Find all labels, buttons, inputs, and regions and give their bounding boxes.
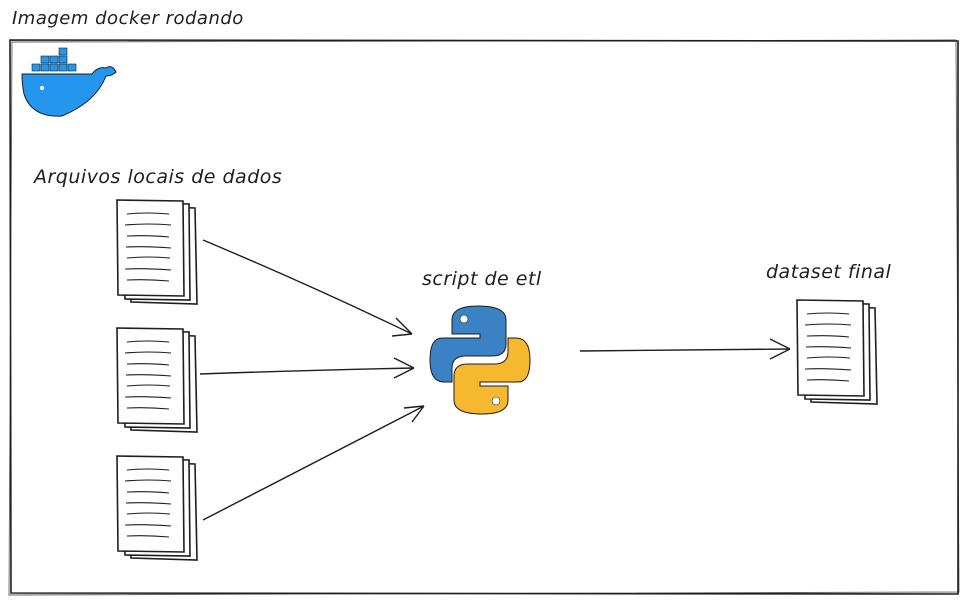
flow-arrows <box>199 239 791 521</box>
etl-script-label: script de etl <box>422 268 542 290</box>
docker-whale-icon <box>21 47 117 117</box>
python-logo-icon <box>429 305 531 415</box>
dataset-file <box>796 299 878 405</box>
source-file-2 <box>116 327 198 433</box>
source-file-1 <box>116 199 198 305</box>
arrow-file1-to-etl <box>202 239 413 335</box>
dataset-final-label: dataset final <box>766 261 892 283</box>
arrow-file3-to-etl <box>202 405 425 521</box>
source-files-label: Arquivos locais de dados <box>34 166 283 188</box>
source-file-3 <box>116 455 198 561</box>
arrow-etl-to-dataset <box>579 348 791 352</box>
arrow-file2-to-etl <box>199 367 415 375</box>
container-title: Imagem docker rodando <box>12 8 244 29</box>
